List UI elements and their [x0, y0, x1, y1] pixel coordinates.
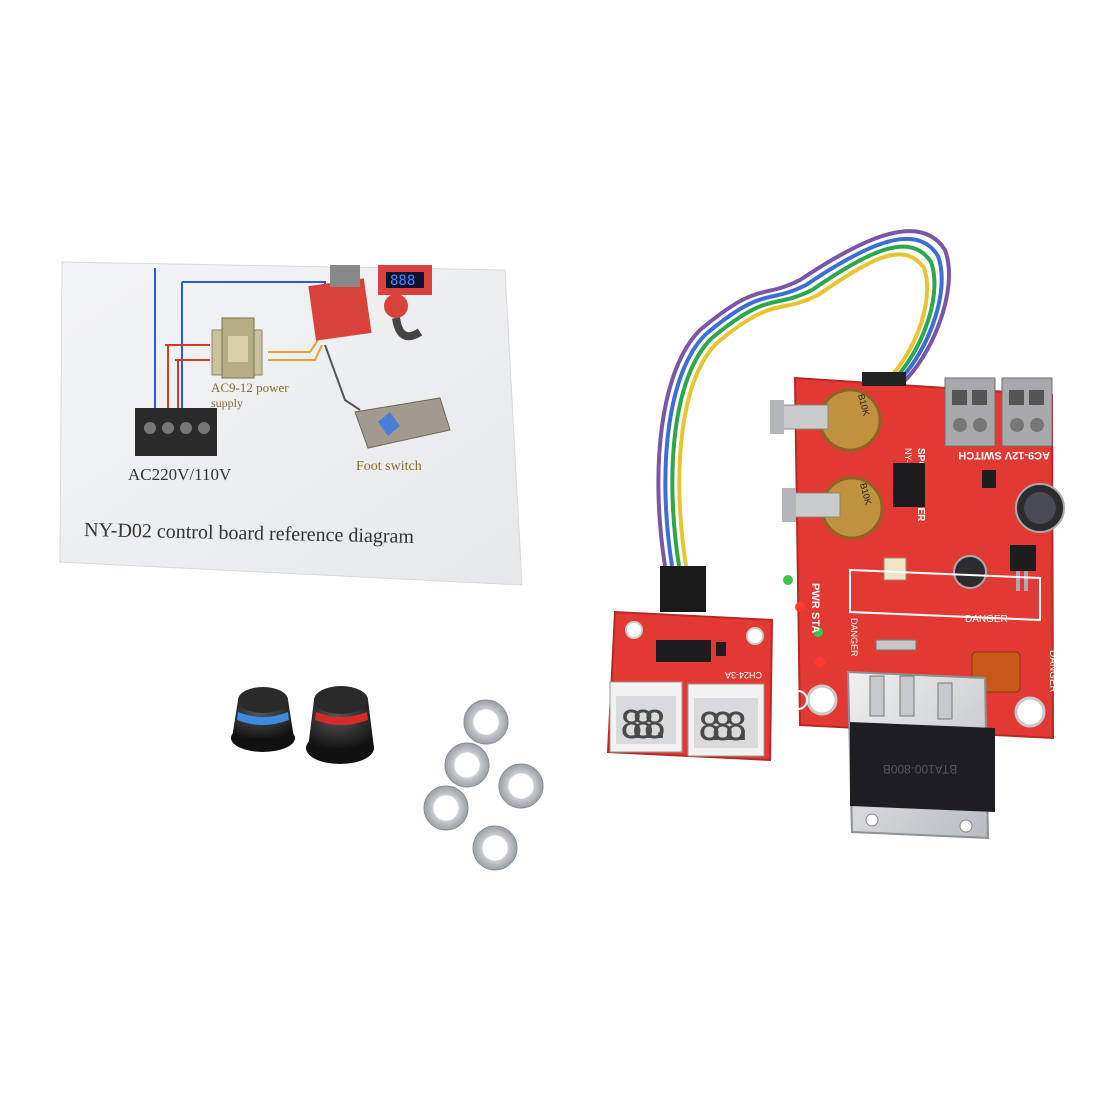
terminal-block-icon: [135, 408, 217, 456]
screw-terminal: [944, 377, 996, 447]
seven-segment-display-right: 8.8.8.: [687, 683, 765, 757]
cable-connector: [862, 372, 906, 386]
hex-nut: [472, 825, 518, 871]
potentiometer: B10K: [782, 476, 884, 540]
hex-nut: [444, 742, 490, 788]
svg-text:888: 888: [390, 273, 415, 289]
potentiometer: B10K: [770, 388, 882, 452]
main-control-board: 2 SPOT WELDER NY-D01 V4.1 AC9-12V SWITCH…: [770, 372, 1065, 740]
power-supply-label: AC9-12 power: [211, 380, 289, 395]
foot-switch-label: Foot switch: [356, 459, 422, 474]
knob-blue: [231, 687, 295, 752]
seven-segment-display-left: 8.8.8.: [609, 681, 683, 753]
danger-label: DANGER: [965, 614, 1008, 625]
thyristor-module: BTA100-800B: [846, 670, 995, 840]
hex-nut: [423, 785, 469, 831]
optocoupler: [883, 557, 907, 581]
diagram-wires: [154, 268, 361, 411]
voltage-regulator: [1010, 545, 1036, 571]
reference-diagram-card: AC9-12 power supply AC220V/110V 888 Foot…: [59, 261, 523, 586]
resistor: [875, 639, 917, 651]
transistor: [982, 470, 996, 488]
capacitor: [953, 555, 987, 589]
hex-nut: [463, 699, 509, 745]
ribbon-cable: [656, 229, 951, 567]
mains-label: AC220V/110V: [128, 465, 232, 484]
mount-hole: [1014, 696, 1046, 728]
led-red: [815, 657, 825, 667]
display-driver-chip: [656, 640, 711, 662]
led-green: [813, 627, 823, 637]
diagram-board-icon: 888: [308, 265, 432, 341]
danger-label: DANGER: [849, 618, 859, 657]
digits-left: 8.8.8.: [620, 703, 672, 747]
sta-label: STA: [809, 612, 821, 633]
danger-label: DANGER: [1047, 650, 1058, 693]
led-green: [783, 575, 793, 585]
display-board: CH24-3A 8.8.8. 8.8.8.: [606, 566, 774, 762]
hex-nut: [498, 763, 544, 809]
display-board-label: CH24-3A: [725, 670, 762, 680]
led-red: [795, 602, 805, 612]
mount-number: 2: [792, 694, 799, 708]
screw-terminal: [1001, 377, 1053, 447]
thyristor-label: BTA100-800B: [883, 762, 958, 776]
digits-right: 8.8.8.: [698, 705, 754, 749]
hex-nuts: [423, 699, 544, 871]
mount-hole: [806, 684, 838, 716]
foot-switch-icon: [354, 397, 451, 449]
knob-red: [306, 686, 374, 764]
display-connector: [660, 566, 706, 612]
board-label-switch: AC9-12V SWITCH: [958, 449, 1050, 461]
ic-chip: [893, 463, 925, 507]
transformer-icon: [211, 317, 263, 379]
power-supply-label-2: supply: [211, 396, 243, 410]
pwr-label: PWR: [809, 583, 821, 609]
